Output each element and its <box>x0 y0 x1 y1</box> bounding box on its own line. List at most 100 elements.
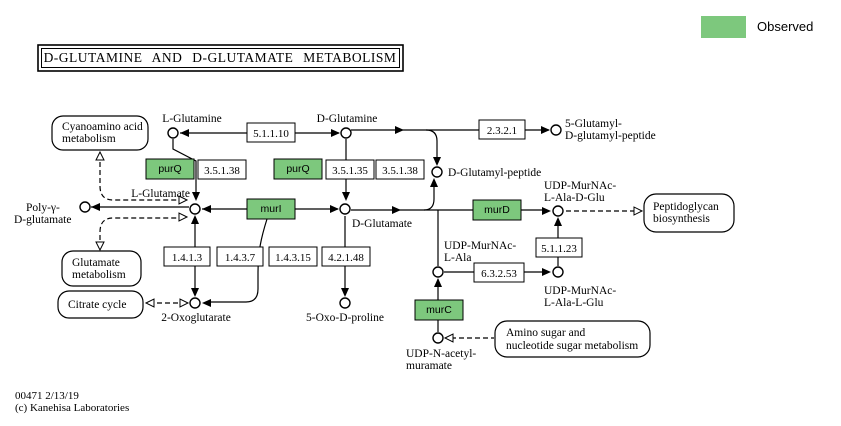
pathway-label: Peptidoglycan <box>653 201 719 213</box>
enzyme-label: 3.5.1.38 <box>382 165 418 177</box>
pathway-label: Cyanoamino acid <box>62 121 143 133</box>
compound-l-glutamate[interactable] <box>189 203 201 215</box>
compound-label-poly-glutamate: Poly-γ- <box>26 202 60 214</box>
pathway-label: Amino sugar and <box>506 327 585 339</box>
open-arrowhead-right-icon <box>178 212 189 222</box>
pathway-box-citrate-cycle[interactable]: Citrate cycle <box>57 290 144 319</box>
compound-label-udp-murnac-ala-d-glu: L-Ala-D-Glu <box>544 192 605 204</box>
compound-poly-gamma-d-glutamate[interactable] <box>79 201 91 213</box>
compound-l-glutamine[interactable] <box>167 127 179 139</box>
gene-box-murI[interactable]: murI <box>246 198 296 220</box>
arrowhead-left-icon <box>202 299 211 307</box>
pathway-box-glutamate-metabolism[interactable]: Glutamate metabolism <box>61 250 142 287</box>
compound-label-poly-glutamate: D-glutamate <box>14 214 71 226</box>
pathway-box-peptidoglycan-biosynthesis[interactable]: Peptidoglycan biosynthesis <box>643 193 735 233</box>
map-title: D-GLUTAMINE AND D-GLUTAMATE METABOLISM <box>44 50 397 65</box>
open-arrowhead-left-icon <box>144 298 155 308</box>
edge-branch-to-d-glutamyl-peptide-bottom <box>423 181 435 211</box>
enzyme-label: 1.4.3.15 <box>275 252 311 264</box>
arrowhead-right-icon <box>541 126 550 134</box>
enzyme-box-1-4-3-15[interactable]: 1.4.3.15 <box>268 246 318 267</box>
gene-box-murC[interactable]: murC <box>414 299 464 321</box>
gene-box-purQ-right[interactable]: purQ <box>273 158 323 180</box>
edge-l-glutamine-to-l-glutamate <box>172 139 197 199</box>
pathway-box-amino-sugar[interactable]: Amino sugar and nucleotide sugar metabol… <box>494 320 651 358</box>
map-title-box: D-GLUTAMINE AND D-GLUTAMATE METABOLISM <box>37 44 404 72</box>
edge-dash-glutamate-metabolism <box>99 217 180 248</box>
enzyme-box-5-1-1-23[interactable]: 5.1.1.23 <box>535 237 583 258</box>
compound-label-udp-murnac-ala-l-glu: UDP-MurNAc- <box>544 285 616 297</box>
gene-label: murD <box>484 204 510 216</box>
pathway-label: nucleotide sugar metabolism <box>506 340 638 352</box>
copyright: (c) Kanehisa Laboratories <box>15 402 129 414</box>
compound-udp-n-acetyl-muramate[interactable] <box>432 332 444 344</box>
gene-label: murC <box>426 304 452 316</box>
open-arrowhead-right-icon <box>178 195 189 205</box>
arrowhead-right-icon <box>331 129 340 137</box>
pathway-label: metabolism <box>72 269 126 281</box>
enzyme-box-3-5-1-35[interactable]: 3.5.1.35 <box>325 159 375 180</box>
enzyme-label: 4.2.1.48 <box>328 252 364 264</box>
arrowhead-up-icon <box>554 217 562 226</box>
legend-label-observed: Observed <box>757 19 813 34</box>
compound-label-2-oxoglutarate: 2-Oxoglutarate <box>161 312 231 324</box>
compound-label-5-glutamyl: 5-Glutamyl- <box>565 118 622 130</box>
compound-d-glutamate[interactable] <box>339 203 351 215</box>
compound-label-d-glutamate: D-Glutamate <box>352 218 412 230</box>
arrowhead-down-icon <box>192 192 200 201</box>
legend: Observed <box>701 16 813 38</box>
enzyme-box-3-5-1-38-right[interactable]: 3.5.1.38 <box>375 159 425 180</box>
enzyme-label: 1.4.3.7 <box>225 252 256 264</box>
compound-5-glutamyl-d-glutamyl-peptide[interactable] <box>550 124 562 136</box>
enzyme-box-6-3-2-53[interactable]: 6.3.2.53 <box>473 262 525 283</box>
enzyme-box-4-2-1-48[interactable]: 4.2.1.48 <box>321 246 371 267</box>
compound-d-glutamyl-peptide[interactable] <box>431 166 443 178</box>
enzyme-box-5-1-1-10[interactable]: 5.1.1.10 <box>246 122 296 143</box>
gene-box-purQ-left[interactable]: purQ <box>145 158 195 180</box>
enzyme-label: 3.5.1.35 <box>332 165 368 177</box>
enzyme-box-3-5-1-38-left[interactable]: 3.5.1.38 <box>197 159 247 180</box>
compound-2-oxoglutarate[interactable] <box>189 297 201 309</box>
arrowhead-down-icon <box>433 157 441 166</box>
compound-udp-murnac-l-ala[interactable] <box>432 266 444 278</box>
compound-5-oxo-d-proline[interactable] <box>339 297 351 309</box>
pathway-label: Glutamate <box>72 257 120 269</box>
arrowhead-down-icon <box>341 288 349 297</box>
edge-dash-cyanoamino <box>99 154 180 201</box>
legend-swatch-observed <box>701 16 746 38</box>
edge-branch-to-d-glutamyl-peptide-top <box>425 129 438 164</box>
compound-label-udp-murnac-ala: L-Ala <box>444 252 471 264</box>
enzyme-label: 2.3.2.1 <box>487 125 517 137</box>
compound-label-udp-n-acetyl: muramate <box>406 360 452 372</box>
gene-label: purQ <box>286 163 309 175</box>
pathway-label: metabolism <box>62 133 116 145</box>
compound-label-udp-murnac-ala: UDP-MurNAc- <box>444 240 516 252</box>
arrowhead-down-icon <box>342 192 350 201</box>
compound-label-udp-murnac-ala-d-glu: UDP-MurNAc- <box>544 180 616 192</box>
enzyme-label: 6.3.2.53 <box>481 268 517 280</box>
compound-d-glutamine[interactable] <box>340 127 352 139</box>
gene-box-murD[interactable]: murD <box>472 199 522 221</box>
enzyme-box-1-4-1-3[interactable]: 1.4.1.3 <box>163 246 211 267</box>
compound-label-udp-murnac-ala-l-glu: L-Ala-L-Glu <box>544 297 604 309</box>
arrowhead-right-icon <box>392 206 401 214</box>
open-arrowhead-down-icon <box>95 241 105 252</box>
compound-udp-murnac-l-ala-d-glu[interactable] <box>552 205 564 217</box>
enzyme-box-1-4-3-7[interactable]: 1.4.3.7 <box>216 246 264 267</box>
pathway-label: Citrate cycle <box>68 299 126 311</box>
arrowhead-up-icon <box>434 278 442 287</box>
enzyme-box-2-3-2-1[interactable]: 2.3.2.1 <box>478 119 526 140</box>
compound-label-d-glutamyl-peptide: D-Glutamyl-peptide <box>448 167 541 179</box>
arrowhead-up-icon <box>191 215 199 224</box>
map-number-date: 00471 2/13/19 <box>15 390 79 402</box>
compound-udp-murnac-l-ala-l-glu[interactable] <box>552 266 564 278</box>
arrowhead-left-icon <box>202 205 211 213</box>
compound-label-d-glutamine: D-Glutamine <box>317 113 378 125</box>
compound-label-l-glutamate: L-Glutamate <box>131 188 190 200</box>
enzyme-label: 3.5.1.38 <box>204 165 240 177</box>
pathway-box-cyanoamino[interactable]: Cyanoamino acid metabolism <box>51 115 149 151</box>
enzyme-label: 5.1.1.10 <box>253 128 289 140</box>
gene-label: purQ <box>158 163 181 175</box>
